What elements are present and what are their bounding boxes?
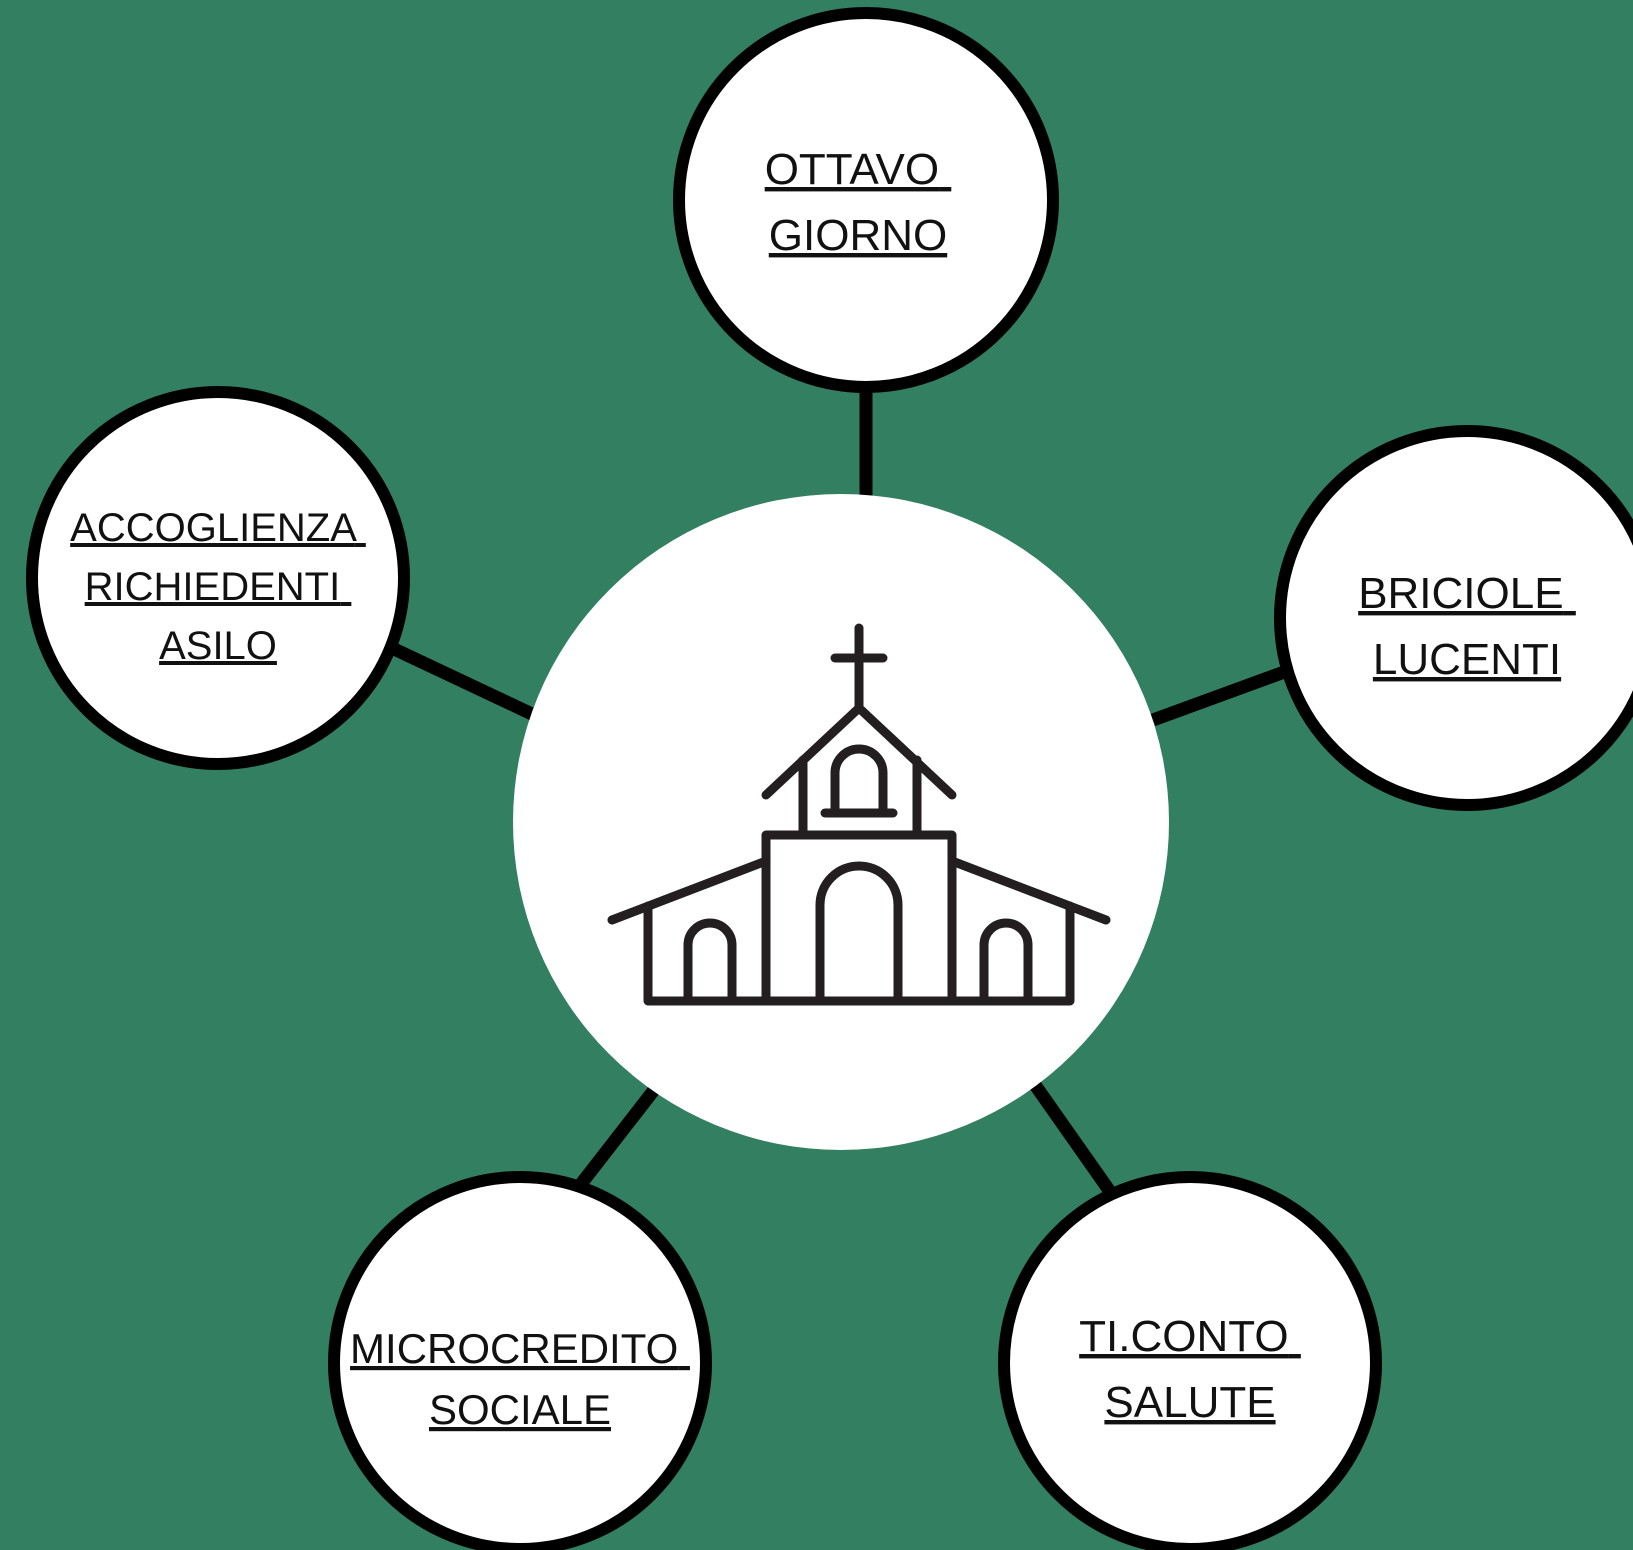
node-briciole-lucenti[interactable]: BRICIOLE LUCENTI [1274, 425, 1633, 811]
node-circle [26, 386, 410, 770]
node-label-line: SOCIALE [429, 1386, 611, 1433]
node-circle [998, 1171, 1382, 1550]
node-label-line: OTTAVO [765, 145, 939, 194]
node-label-line: ASILO [159, 624, 277, 668]
node-circle [1274, 425, 1633, 811]
connector-microcredito-sociale [575, 1086, 660, 1188]
right-window [979, 918, 1033, 1006]
node-label-line: BRICIOLE [1358, 569, 1563, 618]
center-circle [513, 494, 1169, 1150]
node-label: BRICIOLE LUCENTI [1358, 569, 1576, 684]
node-accoglienza-richiedenti-asilo[interactable]: ACCOGLIENZA RICHIEDENTI ASILO [26, 386, 410, 770]
connectors [389, 390, 1290, 1197]
main-building [761, 830, 957, 1006]
node-label: TI.CONTO SALUTE [1079, 1312, 1301, 1427]
right-wing [947, 901, 1075, 1006]
node-label: ACCOGLIENZA RICHIEDENTI ASILO [70, 506, 366, 668]
church-icon [607, 623, 1111, 1006]
connector-accoglienza-richiedenti-asilo [389, 642, 537, 721]
node-circle [673, 7, 1059, 393]
main-door [815, 861, 903, 1006]
left-roof [607, 856, 771, 925]
node-label-line: TI.CONTO [1079, 1312, 1288, 1361]
node-circle [328, 1171, 712, 1550]
connector-ti-conto-salute [1027, 1078, 1117, 1197]
node-label-line: MICROCREDITO [350, 1325, 678, 1372]
connector-briciole-lucenti [1150, 664, 1290, 727]
node-label-line: ACCOGLIENZA [70, 506, 357, 550]
right-roof [947, 856, 1111, 925]
node-label: MICROCREDITO SOCIALE [350, 1325, 690, 1433]
node-label-line: SALUTE [1104, 1378, 1275, 1427]
node-label-line: LUCENTI [1373, 635, 1561, 684]
left-window [683, 918, 737, 1006]
bell-window [830, 744, 888, 816]
node-label-line: RICHIEDENTI [85, 565, 341, 609]
node-label-line: GIORNO [769, 211, 947, 260]
node-label: OTTAVO GIORNO [765, 145, 952, 260]
node-microcredito-sociale[interactable]: MICROCREDITO SOCIALE [328, 1171, 712, 1550]
node-ti-conto-salute[interactable]: TI.CONTO SALUTE [998, 1171, 1382, 1550]
node-ottavo-giorno[interactable]: OTTAVO GIORNO [673, 7, 1059, 393]
left-wing [643, 901, 771, 1006]
